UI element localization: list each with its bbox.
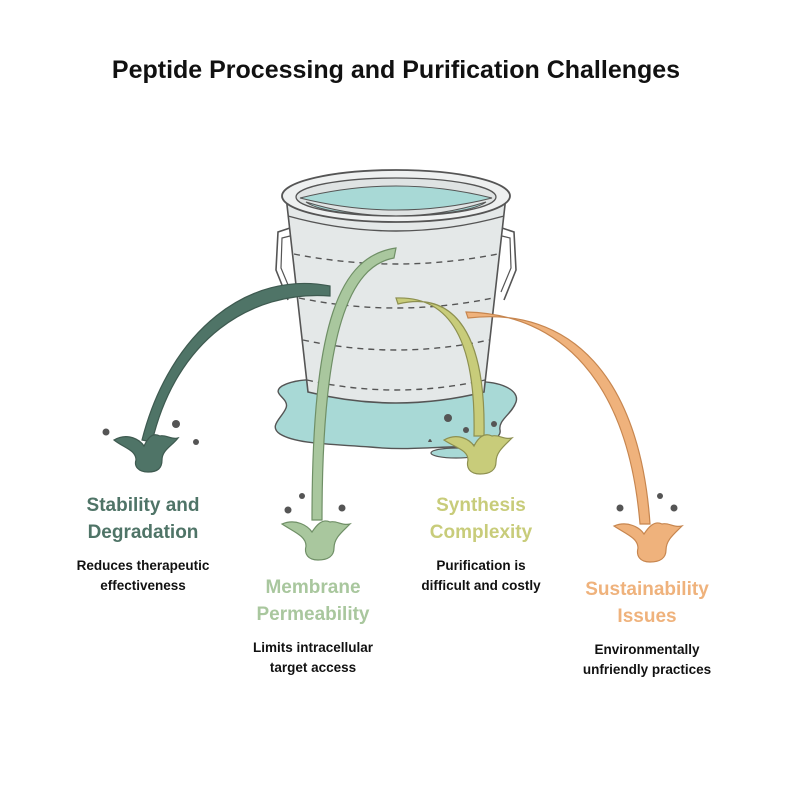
droplet-sustainability-2 — [657, 493, 663, 499]
challenge-desc-line: effectiveness — [100, 578, 186, 593]
challenge-label-sustainability: Sustainability Issues — [552, 576, 742, 630]
challenge-desc-line: difficult and costly — [421, 578, 541, 593]
splash-synthesis — [442, 434, 514, 475]
droplet-synthesis-3 — [491, 421, 497, 427]
droplet-synthesis-2 — [463, 427, 469, 433]
challenge-desc-line: unfriendly practices — [582, 662, 712, 677]
leak-streams — [102, 247, 684, 563]
challenge-label-line: Sustainability — [585, 579, 709, 600]
challenge-label-stability: Stability and Degradation — [48, 492, 238, 546]
splash-membrane — [280, 520, 352, 561]
bucket-band-2 — [298, 297, 494, 309]
droplet-membrane-2 — [299, 493, 305, 499]
bucket-water — [305, 201, 487, 217]
challenge-desc-line: Purification is — [436, 558, 526, 573]
bucket-handle-right-inner — [500, 235, 512, 293]
bucket-band-1 — [293, 253, 499, 265]
challenge-label-line: Stability and — [86, 495, 200, 516]
stream-membrane — [311, 247, 397, 521]
bucket-band-4 — [306, 379, 486, 391]
challenge-desc-stability: Reduces therapeutic effectiveness — [48, 556, 238, 596]
bucket-rim-band — [287, 215, 505, 232]
droplet-stability-3 — [193, 439, 199, 445]
bucket-handles — [275, 227, 517, 301]
challenge-label-line: Permeability — [256, 604, 370, 625]
bucket-water-surface — [299, 185, 493, 211]
challenge-desc-line: Limits intracellular — [252, 640, 374, 655]
droplet-stability-2 — [172, 420, 180, 428]
droplet-sustainability-1 — [616, 504, 624, 512]
challenge-label-line: Issues — [617, 606, 677, 627]
splash-stability — [112, 434, 180, 473]
challenge-desc-sustainability: Environmentally unfriendly practices — [552, 640, 742, 680]
puddle-drip — [428, 439, 432, 442]
droplet-stability-1 — [102, 428, 110, 436]
droplet-sustainability-3 — [670, 504, 678, 512]
challenge-label-line: Membrane — [265, 577, 361, 598]
bucket-handle-right — [501, 227, 517, 301]
bucket-handle-left-inner — [280, 235, 292, 293]
challenge-desc-membrane: Limits intracellular target access — [218, 638, 408, 678]
challenge-desc-line: Reduces therapeutic — [76, 558, 210, 573]
challenge-desc-line: Environmentally — [594, 642, 700, 657]
challenge-label-line: Synthesis — [436, 495, 526, 516]
challenge-label-synthesis: Synthesis Complexity — [386, 492, 576, 546]
challenge-desc-line: target access — [269, 660, 357, 675]
stream-sustainability — [465, 311, 651, 525]
droplet-membrane-1 — [284, 506, 292, 514]
droplet-membrane-3 — [338, 504, 346, 512]
challenge-desc-synthesis: Purification is difficult and costly — [386, 556, 576, 596]
droplet-synthesis-1 — [444, 414, 452, 422]
splash-sustainability — [612, 522, 684, 563]
challenge-label-membrane: Membrane Permeability — [218, 574, 408, 628]
challenge-label-line: Degradation — [87, 522, 199, 543]
challenge-label-line: Complexity — [429, 522, 533, 543]
page-title: Peptide Processing and Purification Chal… — [111, 56, 681, 84]
